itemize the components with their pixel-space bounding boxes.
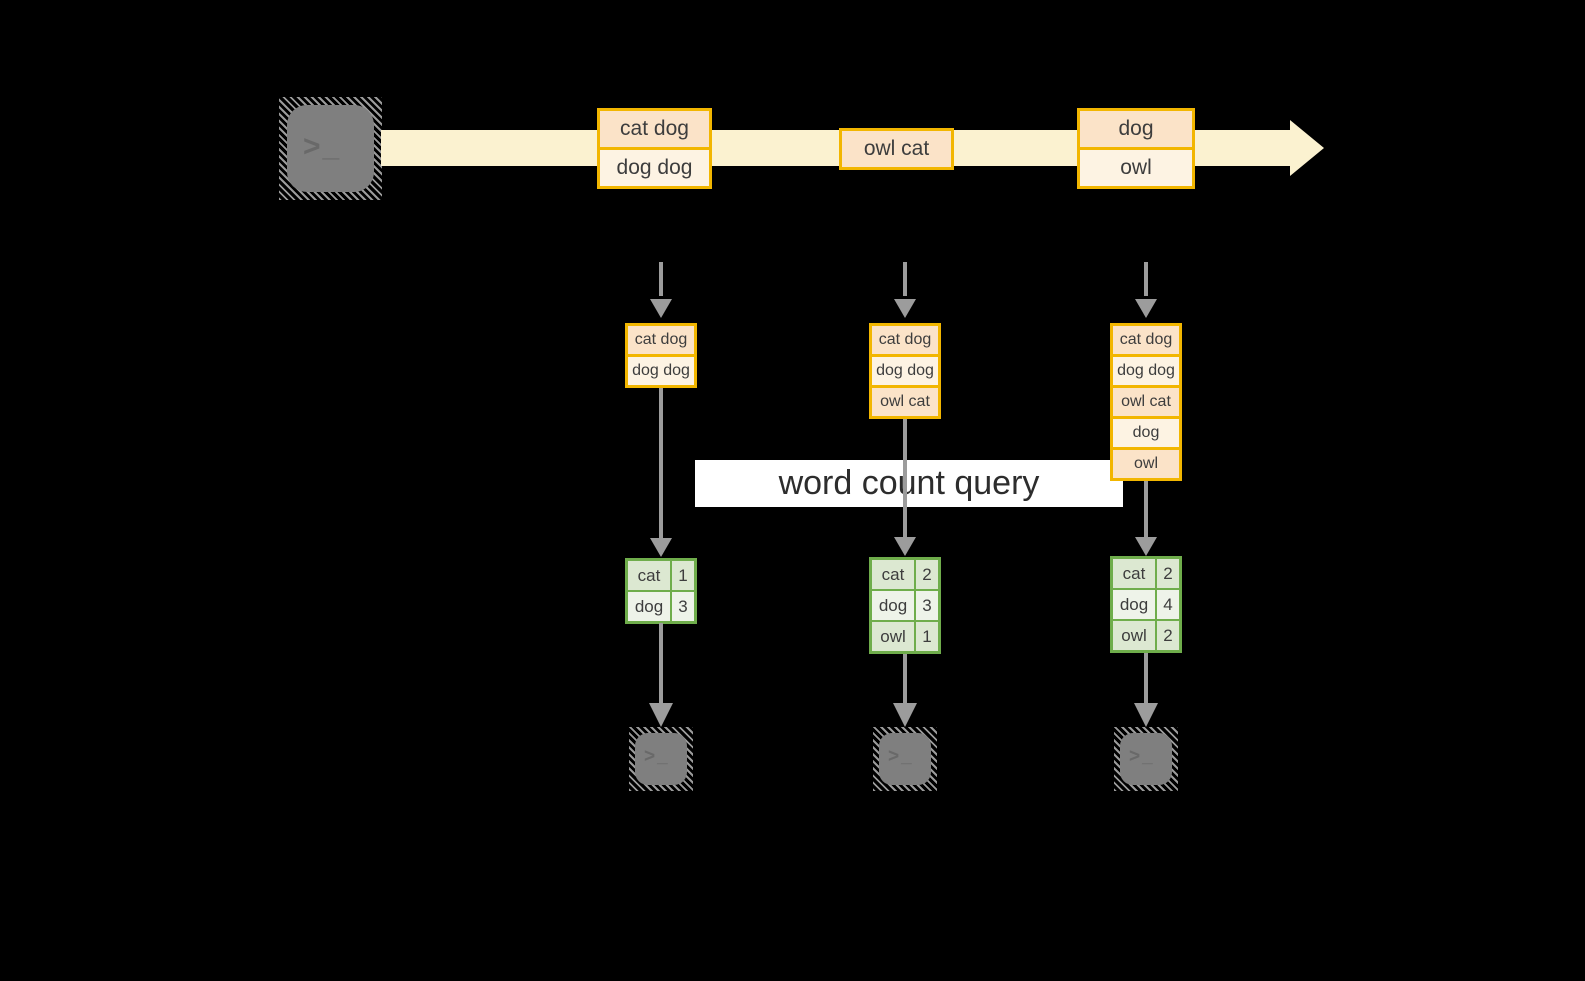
stack-row: owl cat	[872, 388, 938, 416]
sink-terminal-icon: >_	[1114, 727, 1178, 791]
connector-line	[903, 419, 907, 537]
source-terminal-icon: >_	[279, 97, 382, 200]
table-cell-word: cat	[872, 560, 914, 589]
stack-row: cat dog	[628, 326, 694, 354]
table-cell-word: dog	[872, 591, 914, 620]
event-line: dog	[1080, 111, 1192, 147]
connector-line	[659, 388, 663, 538]
terminal-prompt-glyph: >_	[888, 746, 914, 767]
dashed-arrow-line	[903, 262, 907, 296]
table-cell-count: 2	[1157, 621, 1179, 650]
table-cell-count: 2	[1157, 559, 1179, 588]
table-cell-count: 3	[916, 591, 938, 620]
table-cell-word: cat	[628, 561, 670, 590]
dashed-arrow-line	[659, 262, 663, 296]
stream-event-box-2: owl cat	[839, 128, 954, 170]
stream-event-box-3: dog owl	[1077, 108, 1195, 189]
word-count-table-1: cat 1 dog 3	[625, 558, 697, 624]
arrowhead-icon	[894, 537, 916, 556]
state-stack-3: cat dog dog dog owl cat dog owl	[1110, 323, 1182, 481]
arrowhead-icon	[1135, 537, 1157, 556]
event-line: cat dog	[600, 111, 709, 147]
connector-line	[903, 654, 907, 705]
state-stack-1: cat dog dog dog	[625, 323, 697, 388]
query-label-banner: word count query	[695, 460, 1123, 507]
table-cell-count: 4	[1157, 590, 1179, 619]
arrowhead-icon	[1134, 703, 1158, 727]
terminal-prompt-glyph: >_	[303, 129, 342, 163]
query-label: word count query	[778, 464, 1040, 502]
arrowhead-icon	[893, 703, 917, 727]
arrowhead-icon	[650, 538, 672, 557]
table-cell-count: 2	[916, 560, 938, 589]
dashed-arrow-line	[1144, 262, 1148, 296]
terminal-screen: >_	[879, 733, 931, 785]
table-cell-count: 3	[672, 592, 694, 621]
word-count-table-2: cat 2 dog 3 owl 1	[869, 557, 941, 654]
stack-row: owl	[1113, 450, 1179, 478]
connector-line	[659, 623, 663, 705]
stack-row: cat dog	[872, 326, 938, 354]
stack-row: dog dog	[872, 357, 938, 385]
terminal-prompt-glyph: >_	[644, 746, 670, 767]
terminal-screen: >_	[287, 105, 374, 192]
connector-line	[1144, 481, 1148, 537]
terminal-screen: >_	[635, 733, 687, 785]
stream-arrowhead-icon	[1290, 120, 1324, 176]
dashed-arrowhead-icon	[1135, 299, 1157, 318]
table-cell-count: 1	[916, 622, 938, 651]
stack-row: cat dog	[1113, 326, 1179, 354]
sink-terminal-icon: >_	[873, 727, 937, 791]
table-cell-word: dog	[1113, 590, 1155, 619]
sink-terminal-icon: >_	[629, 727, 693, 791]
table-cell-count: 1	[672, 561, 694, 590]
event-line: owl cat	[842, 131, 951, 167]
table-cell-word: cat	[1113, 559, 1155, 588]
connector-line	[1144, 653, 1148, 705]
dashed-arrowhead-icon	[894, 299, 916, 318]
word-count-table-3: cat 2 dog 4 owl 2	[1110, 556, 1182, 653]
stack-row: dog	[1113, 419, 1179, 447]
stack-row: dog dog	[628, 357, 694, 385]
event-line: dog dog	[600, 150, 709, 186]
dashed-arrowhead-icon	[650, 299, 672, 318]
stack-row: dog dog	[1113, 357, 1179, 385]
event-line: owl	[1080, 150, 1192, 186]
table-cell-word: owl	[1113, 621, 1155, 650]
state-stack-2: cat dog dog dog owl cat	[869, 323, 941, 419]
table-cell-word: owl	[872, 622, 914, 651]
terminal-prompt-glyph: >_	[1129, 746, 1155, 767]
table-cell-word: dog	[628, 592, 670, 621]
arrowhead-icon	[649, 703, 673, 727]
stream-event-box-1: cat dog dog dog	[597, 108, 712, 189]
terminal-screen: >_	[1120, 733, 1172, 785]
stack-row: owl cat	[1113, 388, 1179, 416]
